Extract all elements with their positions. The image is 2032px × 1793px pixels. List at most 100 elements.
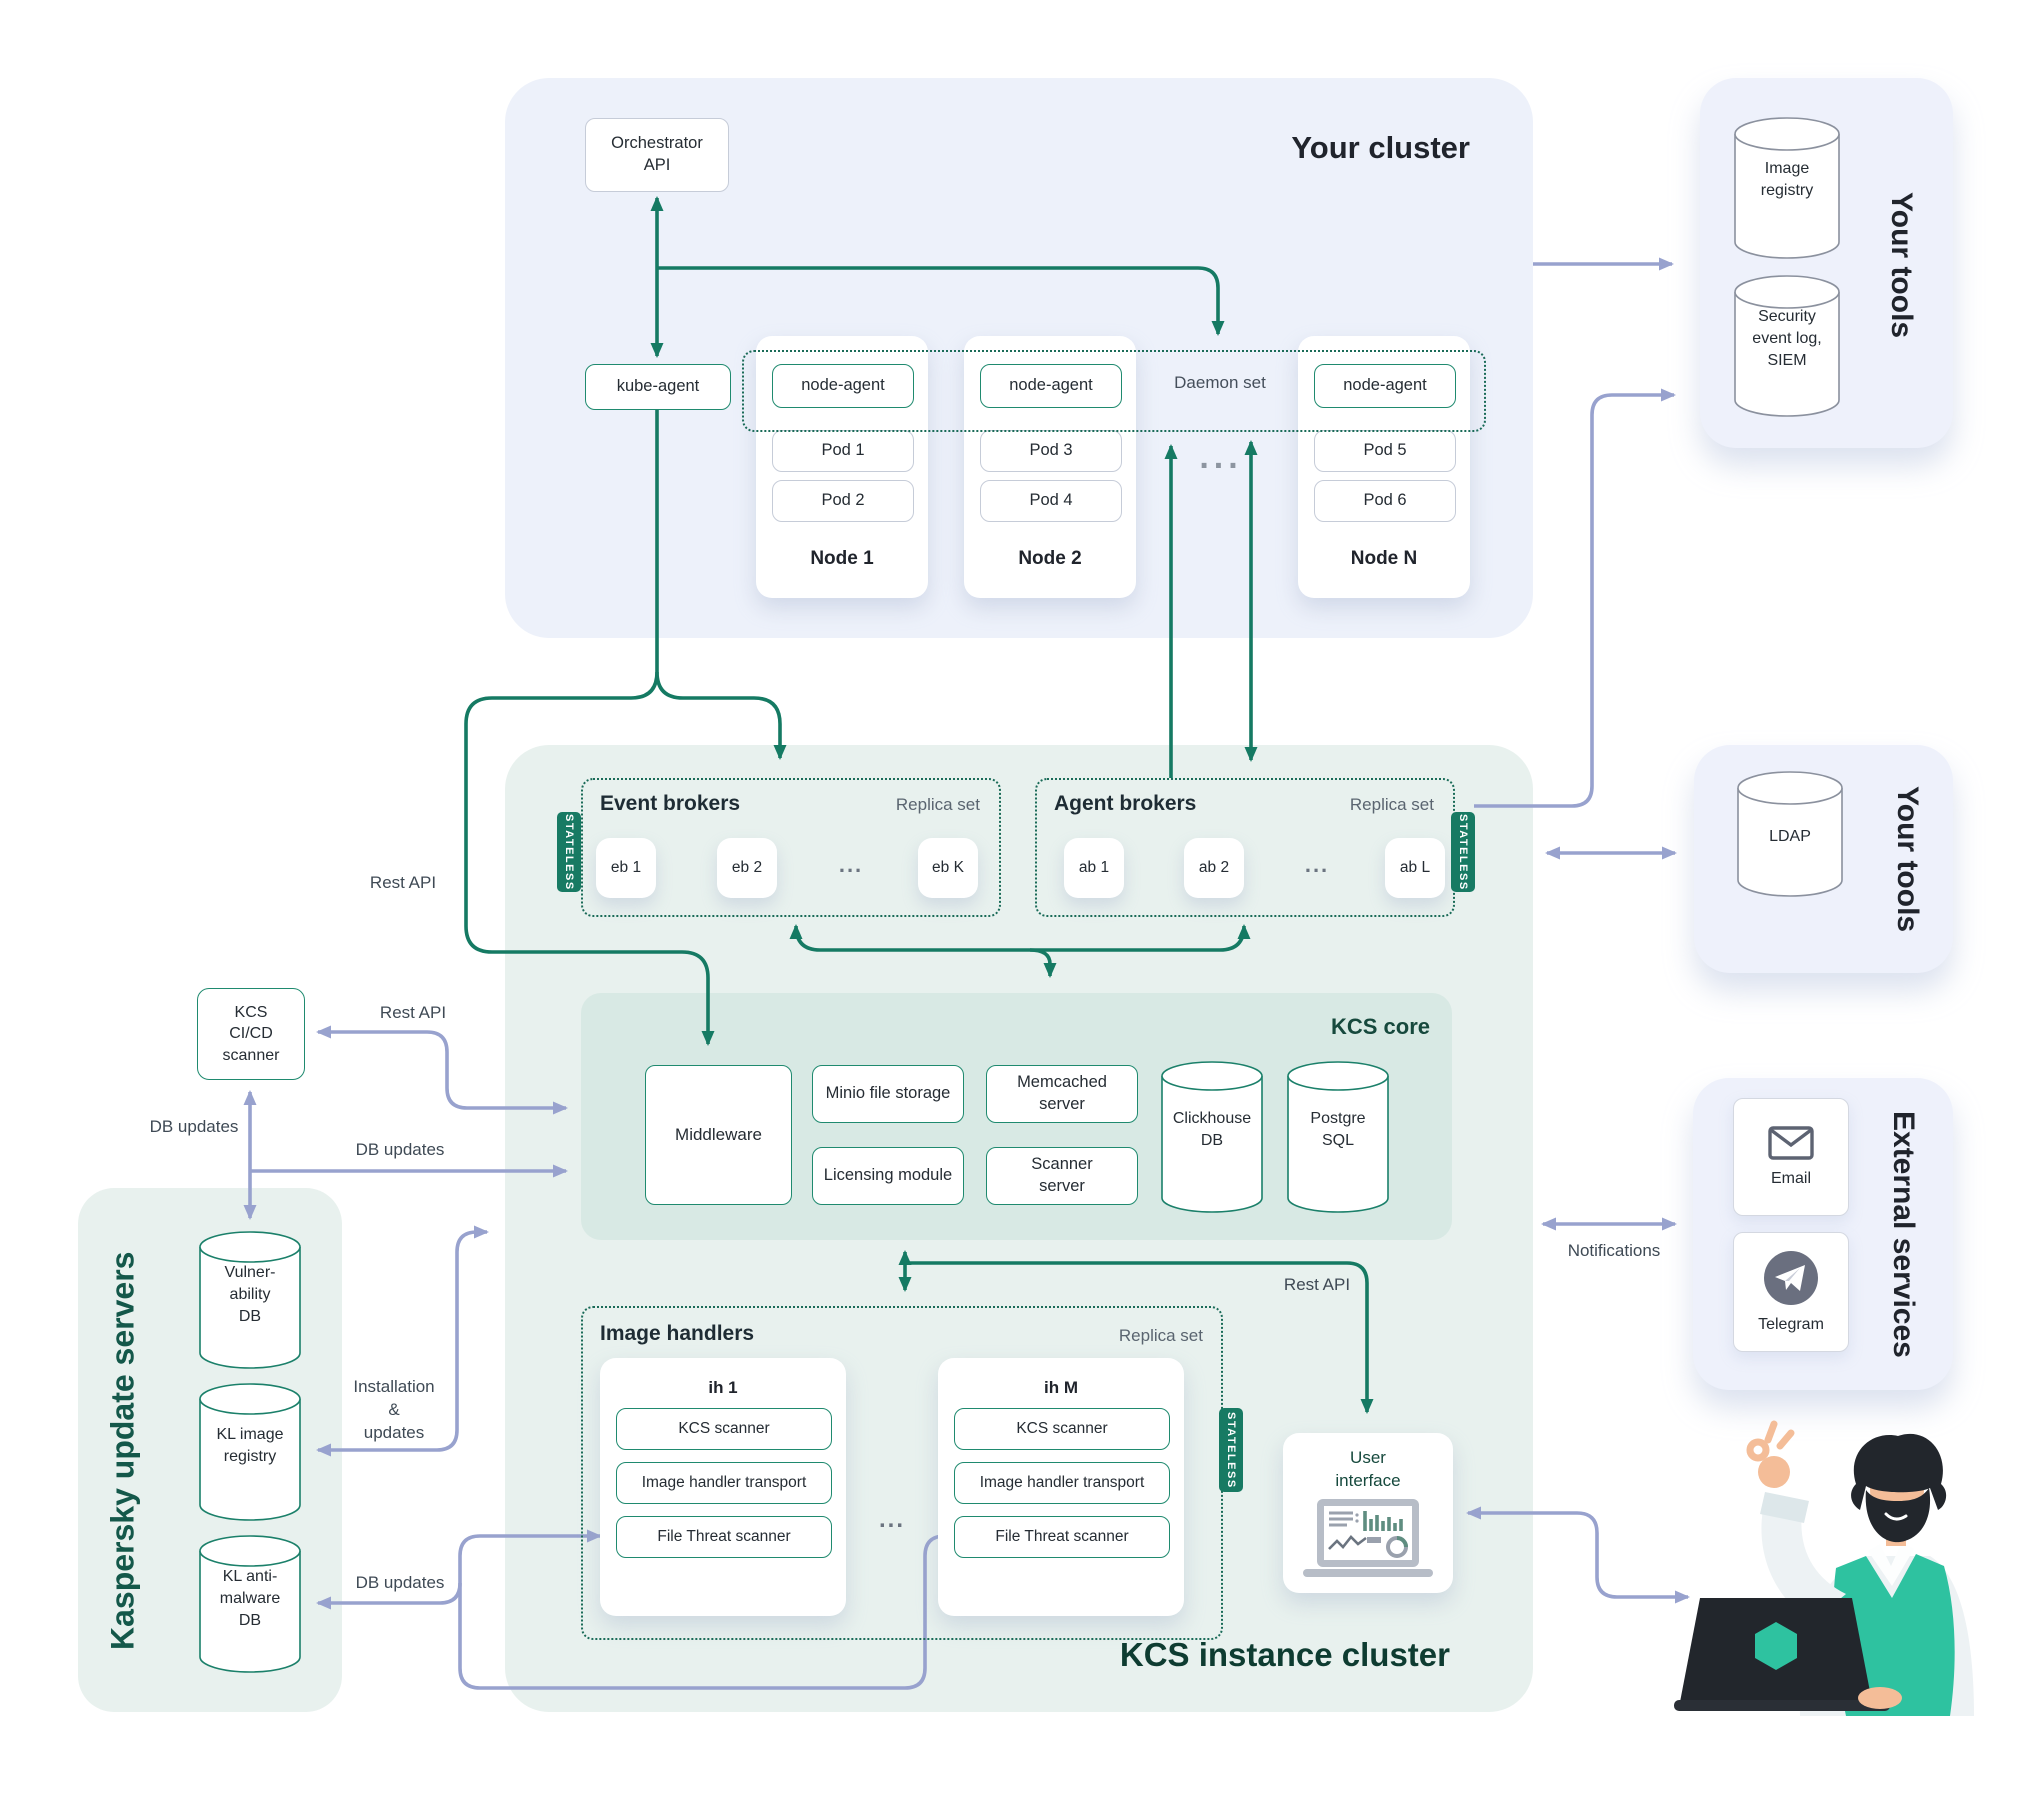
arrow-core-userinterface — [905, 1261, 1374, 1414]
clickhouse-cylinder — [1161, 1076, 1263, 1213]
siem-cylinder — [1734, 292, 1840, 417]
middleware-box: Middleware — [645, 1065, 792, 1205]
licensing-box: Licensing module — [812, 1147, 964, 1205]
your-cluster-title: Your cluster — [1291, 130, 1470, 165]
image-handlers-stateless-tag: STATELESS — [1219, 1408, 1243, 1492]
ih-1-label: ih 1 — [708, 1378, 738, 1397]
pod-box: Pod 3 — [980, 430, 1122, 472]
scanner-server-box: Scanner server — [986, 1147, 1138, 1205]
pod-box: Pod 4 — [980, 480, 1122, 522]
file-threat-scanner-box: File Threat scanner — [954, 1516, 1170, 1558]
rest-api-label: Rest API — [379, 1003, 447, 1022]
teal-cylinders — [199, 1061, 1389, 1673]
agent-brokers-stateless-tag: STATELESS — [1451, 812, 1475, 892]
rest-api-label: Rest API — [1283, 1275, 1351, 1294]
node-agent-box: node-agent — [980, 364, 1122, 408]
eb-1-box: eb 1 — [596, 838, 656, 898]
ldap-cylinder — [1737, 788, 1843, 897]
ldap-label: LDAP — [1769, 828, 1811, 845]
teal-arrows — [464, 196, 1374, 1414]
event-brokers-stateless-tag: STATELESS — [557, 812, 581, 892]
event-brokers-replica-set: Replica set — [895, 795, 980, 814]
clickhouse-label: Clickhouse DB — [1172, 1110, 1252, 1150]
kl-anti-malware-cylinder — [199, 1551, 301, 1673]
email-label: Email — [1770, 1170, 1811, 1187]
arrow-klimage-installation — [316, 1225, 489, 1457]
vulnerability-db-cylinder — [199, 1247, 301, 1369]
node-agent-box: node-agent — [772, 364, 914, 408]
vulnerability-db-label: Vulner- ability DB — [224, 1264, 276, 1326]
arrow-cicd-restapi — [316, 1025, 568, 1115]
your-tools-top-title: Your tools — [1885, 191, 1918, 339]
orchestrator-api-box: Orchestrator API — [585, 118, 729, 192]
kaspersky-title: Kaspersky update servers — [104, 1251, 141, 1651]
rest-api-label: Rest API — [369, 873, 437, 892]
node-1-label: Node 1 — [810, 548, 874, 569]
purple-arrows — [243, 257, 1690, 1690]
eb-ellipsis: ... — [838, 852, 864, 877]
nodes-ellipsis: ... — [1199, 438, 1243, 476]
email-box: Email — [1733, 1098, 1849, 1216]
ab-ellipsis: ... — [1304, 852, 1330, 877]
pod-box: Pod 5 — [1314, 430, 1456, 472]
arrow-kube-middleware — [464, 408, 715, 1046]
pod-box: Pod 6 — [1314, 480, 1456, 522]
arrow-brokers-core-down — [1029, 948, 1057, 978]
eb-2-box: eb 2 — [717, 838, 777, 898]
user-interface-label: User interface — [1335, 1448, 1401, 1490]
person-illustration — [1674, 1420, 1974, 1716]
user-interface-box: User interface — [1283, 1433, 1453, 1593]
image-handler-transport-box: Image handler transport — [616, 1462, 832, 1504]
agent-brokers-replica-set: Replica set — [1349, 795, 1434, 814]
ab-l-box: ab L — [1385, 838, 1445, 898]
dashboard-laptop-icon — [1303, 1498, 1433, 1577]
minio-box: Minio file storage — [812, 1065, 964, 1123]
image-handlers-title: Image handlers — [600, 1322, 755, 1345]
image-handlers-replica-set: Replica set — [1118, 1326, 1203, 1345]
db-updates-label: DB updates — [355, 1140, 445, 1159]
arrow-agentbrokers-siem — [1474, 388, 1676, 808]
memcached-box: Memcached server — [986, 1065, 1138, 1123]
kcs-cicd-scanner-box: KCS CI/CD scanner — [197, 988, 305, 1080]
siem-label: Security event log, SIEM — [1752, 308, 1822, 370]
agent-brokers-title: Agent brokers — [1054, 792, 1197, 815]
db-updates-label: DB updates — [355, 1573, 445, 1592]
postgresql-cylinder — [1287, 1076, 1389, 1213]
installation-updates-label: Installation & updates — [353, 1377, 435, 1442]
kcs-core-title: KCS core — [1330, 1014, 1430, 1039]
gray-cylinders — [1734, 117, 1843, 897]
arrow-antimalware-ih1 — [316, 1529, 602, 1610]
db-updates-label: DB updates — [149, 1117, 239, 1136]
ab-1-box: ab 1 — [1064, 838, 1124, 898]
telegram-icon — [1764, 1251, 1818, 1305]
pod-box: Pod 1 — [772, 430, 914, 472]
ab-2-box: ab 2 — [1184, 838, 1244, 898]
arrow-userinterface-user — [1466, 1506, 1690, 1604]
node-agent-box: node-agent — [1314, 364, 1456, 408]
email-icon — [1768, 1126, 1814, 1160]
telegram-label: Telegram — [1758, 1316, 1824, 1333]
node-2-label: Node 2 — [1018, 548, 1082, 569]
eb-k-box: eb K — [918, 838, 978, 898]
ih-ellipsis: ... — [878, 1506, 905, 1533]
kcs-scanner-box: KCS scanner — [616, 1408, 832, 1450]
your-tools-mid-title: Your tools — [1891, 786, 1924, 933]
arrow-kube-daemonset — [657, 266, 1225, 336]
event-brokers-title: Event brokers — [600, 792, 741, 815]
kcs-instance-cluster-title: KCS instance cluster — [1119, 1636, 1450, 1673]
node-n-label: Node N — [1350, 548, 1418, 569]
arrow-brokers-core-span — [789, 924, 1251, 952]
pod-box: Pod 2 — [772, 480, 914, 522]
daemon-set-label: Daemon set — [1174, 373, 1266, 392]
ih-m-label: ih M — [1044, 1378, 1078, 1397]
kl-image-registry-label: KL image registry — [216, 1426, 284, 1466]
image-registry-cylinder — [1734, 134, 1840, 259]
arrow-antimalware-ihM — [458, 1529, 951, 1690]
telegram-box: Telegram — [1733, 1232, 1849, 1352]
image-registry-label: Image registry — [1760, 160, 1814, 200]
external-services-title: External services — [1887, 1111, 1920, 1358]
file-threat-scanner-box: File Threat scanner — [616, 1516, 832, 1558]
image-handler-transport-box: Image handler transport — [954, 1462, 1170, 1504]
arrow-kube-eventbrokers — [655, 671, 787, 760]
